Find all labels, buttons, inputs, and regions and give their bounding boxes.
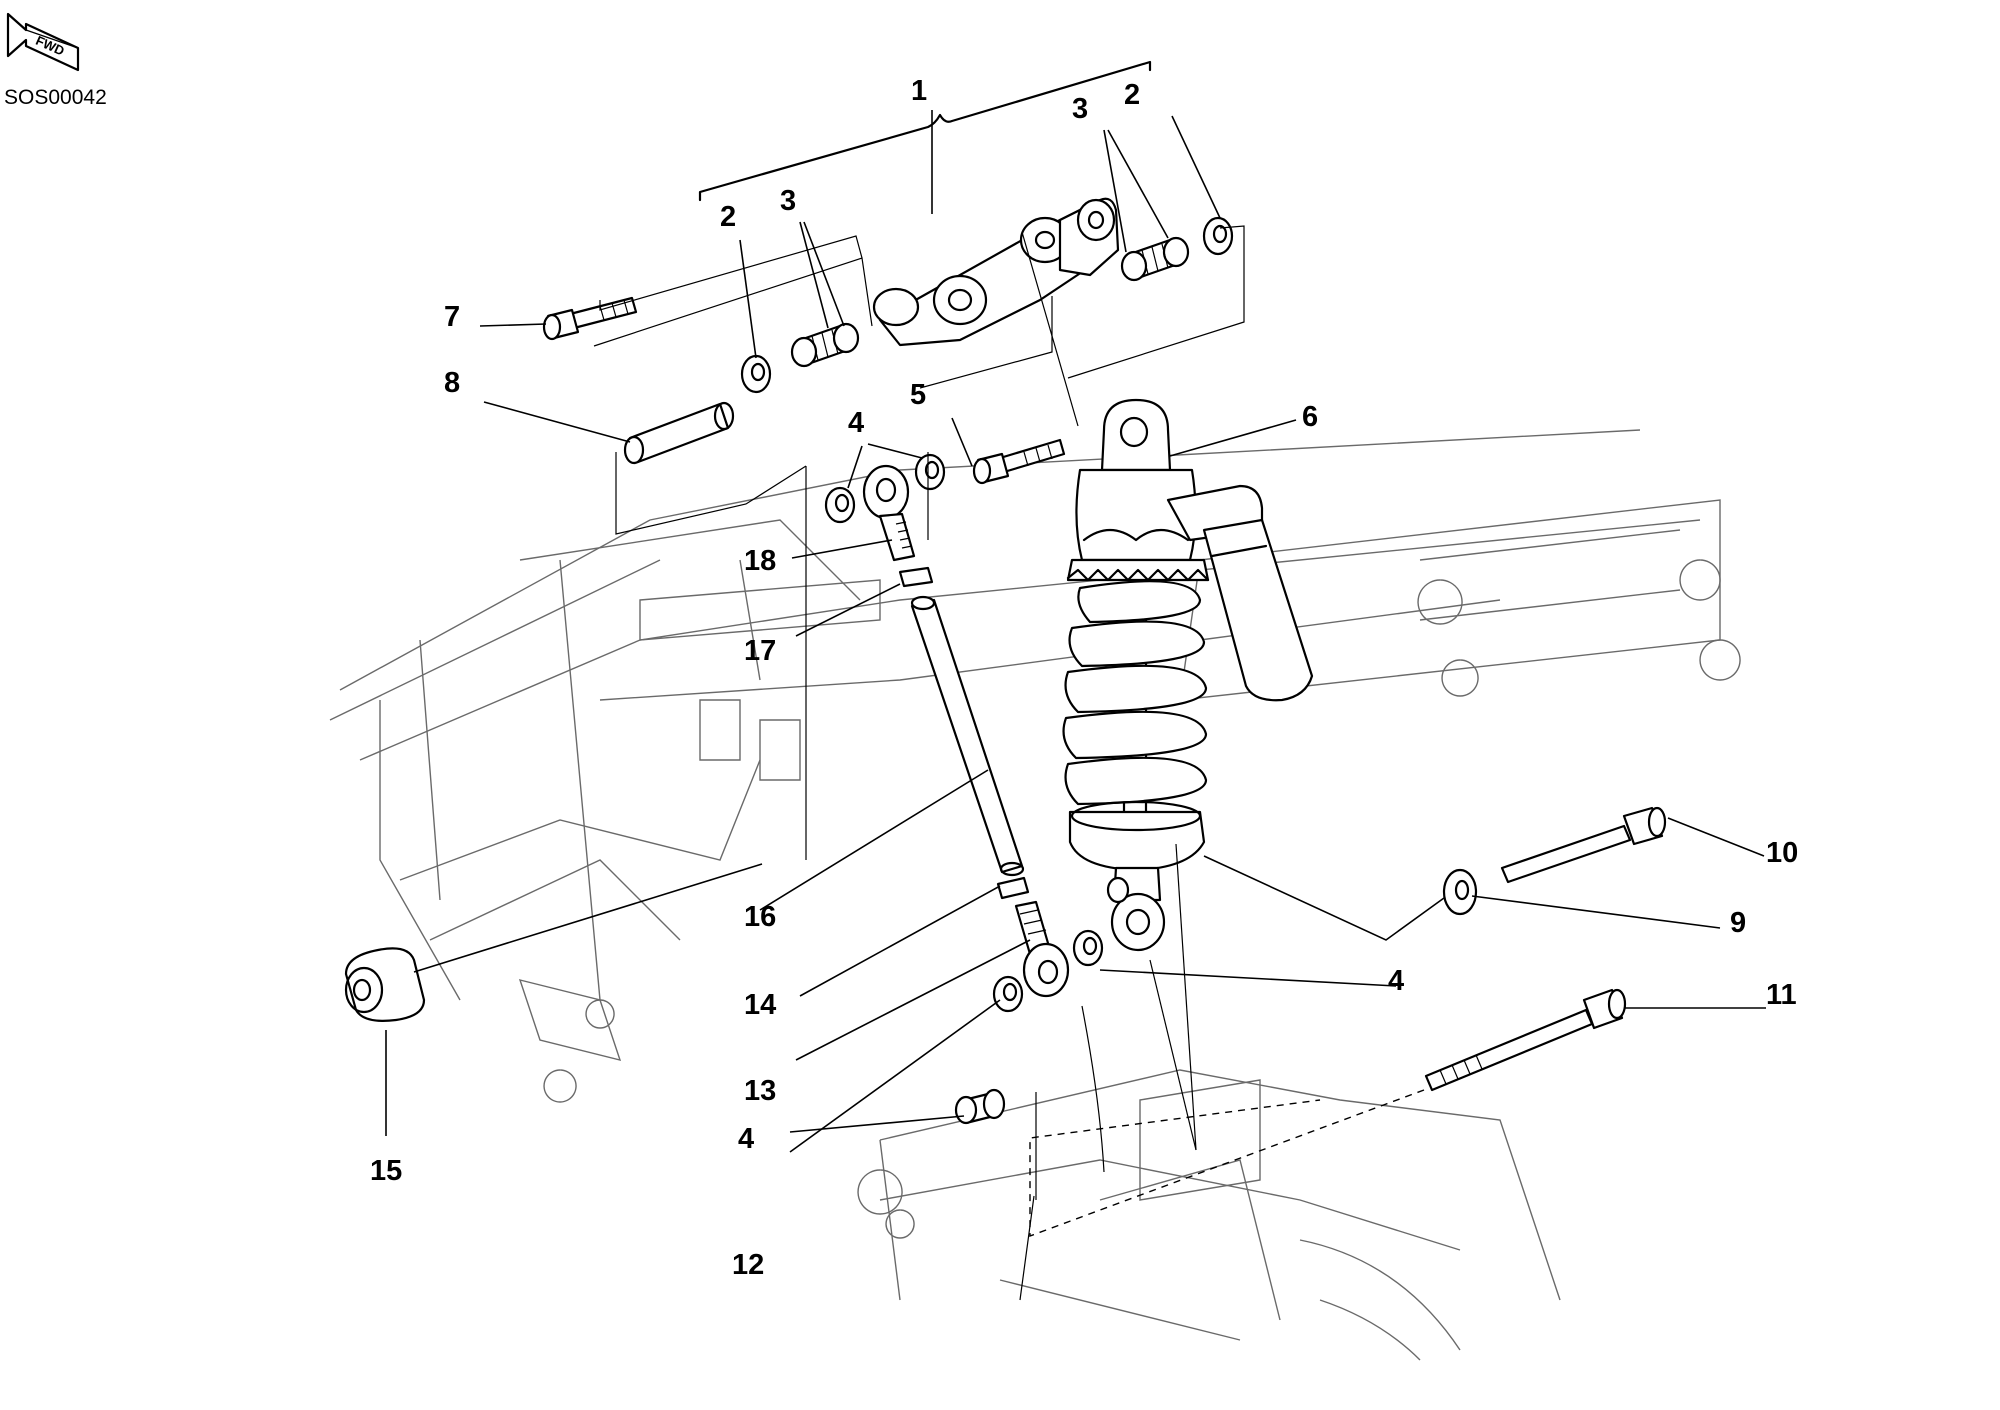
assembly-reference-lines xyxy=(593,225,1425,1301)
seal-left xyxy=(740,354,772,394)
leader-lines xyxy=(385,110,1766,1153)
callout-2-left: 2 xyxy=(720,201,736,233)
bolt-5 xyxy=(972,438,1066,485)
callouts: 1 2 2 3 3 4 4 4 5 6 7 8 9 10 11 12 13 14… xyxy=(370,75,1798,1281)
bushing-12 xyxy=(954,1088,1006,1125)
washer-9 xyxy=(1442,868,1478,916)
bushing-4-lower-left xyxy=(992,975,1024,1013)
seal-right xyxy=(1202,216,1234,256)
rod-end-upper xyxy=(862,464,916,562)
callout-10: 10 xyxy=(1766,837,1798,869)
callout-6: 6 xyxy=(1302,401,1318,433)
lock-nut-lower xyxy=(996,876,1030,900)
bushing-4-upper-left xyxy=(824,486,856,524)
callout-15: 15 xyxy=(370,1155,402,1187)
bushing-4-lower-right xyxy=(1072,929,1104,967)
group-bracket xyxy=(698,60,1152,202)
callout-7: 7 xyxy=(444,301,460,333)
callout-4-right: 4 xyxy=(1388,965,1404,997)
callout-1: 1 xyxy=(911,75,927,107)
frame-outline xyxy=(329,429,1741,1361)
spacer-8 xyxy=(623,401,735,465)
callout-5: 5 xyxy=(910,379,926,411)
fwd-arrow-icon: FWD xyxy=(6,12,80,72)
callout-4-upper: 4 xyxy=(848,407,864,439)
bump-stop-15 xyxy=(344,947,426,1022)
callout-8: 8 xyxy=(444,367,460,399)
callout-2-right: 2 xyxy=(1124,79,1140,111)
bolt-7 xyxy=(542,296,638,341)
callout-17: 17 xyxy=(744,635,776,667)
needle-bearing-right xyxy=(1120,236,1190,282)
rod-end-lower xyxy=(1014,900,1070,998)
callout-9: 9 xyxy=(1730,907,1746,939)
callout-3-left: 3 xyxy=(780,185,796,217)
shock-absorber xyxy=(1062,398,1314,952)
drawing-code: SOS00042 xyxy=(4,86,107,109)
callout-4-lower: 4 xyxy=(738,1123,754,1155)
callout-16: 16 xyxy=(744,901,776,933)
callout-3-right: 3 xyxy=(1072,93,1088,125)
callout-18: 18 xyxy=(744,545,776,577)
callout-12: 12 xyxy=(732,1249,764,1281)
bolt-11 xyxy=(1424,988,1627,1092)
bolt-10 xyxy=(1500,806,1667,884)
bushing-4-upper-right xyxy=(914,453,946,491)
callout-14: 14 xyxy=(744,989,776,1021)
tie-rod xyxy=(910,595,1025,877)
rocker-linkage xyxy=(872,197,1120,347)
callout-11: 11 xyxy=(1766,979,1797,1011)
lock-nut-upper xyxy=(898,566,934,588)
needle-bearing-left xyxy=(790,322,860,368)
callout-13: 13 xyxy=(744,1075,776,1107)
